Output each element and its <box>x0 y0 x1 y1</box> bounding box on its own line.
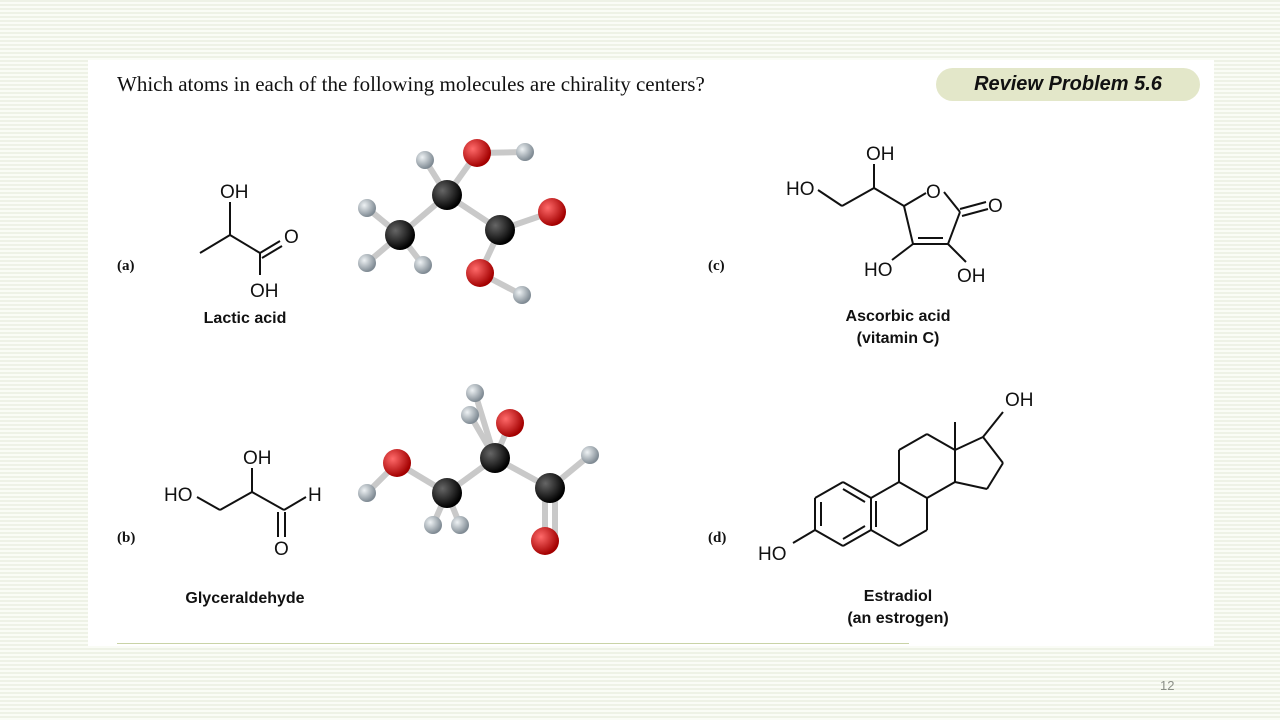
glyceraldehyde-name: Glyceraldehyde <box>185 590 305 607</box>
ascorbic-ho-bottom: HO <box>864 260 893 281</box>
ascorbic-acid-caption: Ascorbic acid (vitamin C) <box>818 306 978 350</box>
glyceraldehyde-ho-left: HO <box>164 485 193 506</box>
lactic-atoms <box>358 139 566 304</box>
ascorbic-o-double: O <box>988 196 1003 217</box>
estradiol-name: Estradiol <box>863 588 933 605</box>
glyceraldehyde-o: O <box>274 539 289 560</box>
estradiol-subname: (an estrogen) <box>847 610 949 627</box>
glyceraldehyde-structure: OH HO H O <box>164 448 322 560</box>
lactic-acid-caption: Lactic acid <box>180 308 310 330</box>
estradiol-oh-top: OH <box>1005 390 1034 411</box>
glyceraldehyde-h: H <box>308 485 322 506</box>
ascorbic-acid-subname: (vitamin C) <box>856 330 940 347</box>
lactic-o-double: O <box>284 227 299 248</box>
estradiol-structure: OH HO <box>758 390 1034 565</box>
lactic-oh-top: OH <box>220 182 249 203</box>
glyceraldehyde-caption: Glyceraldehyde <box>170 588 320 610</box>
lactic-acid-structure: OH O OH <box>199 182 299 302</box>
ascorbic-ho-left: HO <box>786 179 815 200</box>
ascorbic-acid-name: Ascorbic acid <box>845 308 951 325</box>
ascorbic-acid-structure: OH HO O O HO OH <box>786 144 1003 287</box>
footer-divider <box>117 643 909 644</box>
review-problem-badge: Review Problem 5.6 <box>936 68 1200 101</box>
question-text: Which atoms in each of the following mol… <box>117 72 705 96</box>
glyceraldehyde-atoms <box>358 384 599 555</box>
ascorbic-oh-top: OH <box>866 144 895 165</box>
lactic-oh-bottom: OH <box>250 281 279 302</box>
estradiol-caption: Estradiol (an estrogen) <box>818 586 978 630</box>
lactic-acid-3d-model <box>358 139 566 304</box>
part-c-label: (c) <box>708 258 725 274</box>
lactic-acid-name: Lactic acid <box>203 310 287 327</box>
ascorbic-ring-o: O <box>926 182 941 203</box>
part-d-label: (d) <box>708 530 727 546</box>
part-a-label: (a) <box>117 258 135 274</box>
estradiol-ho-left: HO <box>758 544 787 565</box>
glyceraldehyde-3d-model <box>358 384 599 555</box>
glyceraldehyde-oh-top: OH <box>243 448 272 469</box>
slide-panel <box>88 60 1214 646</box>
page-number: 12 <box>1160 678 1175 693</box>
part-b-label: (b) <box>117 530 136 546</box>
ascorbic-oh-bottom: OH <box>957 266 986 287</box>
